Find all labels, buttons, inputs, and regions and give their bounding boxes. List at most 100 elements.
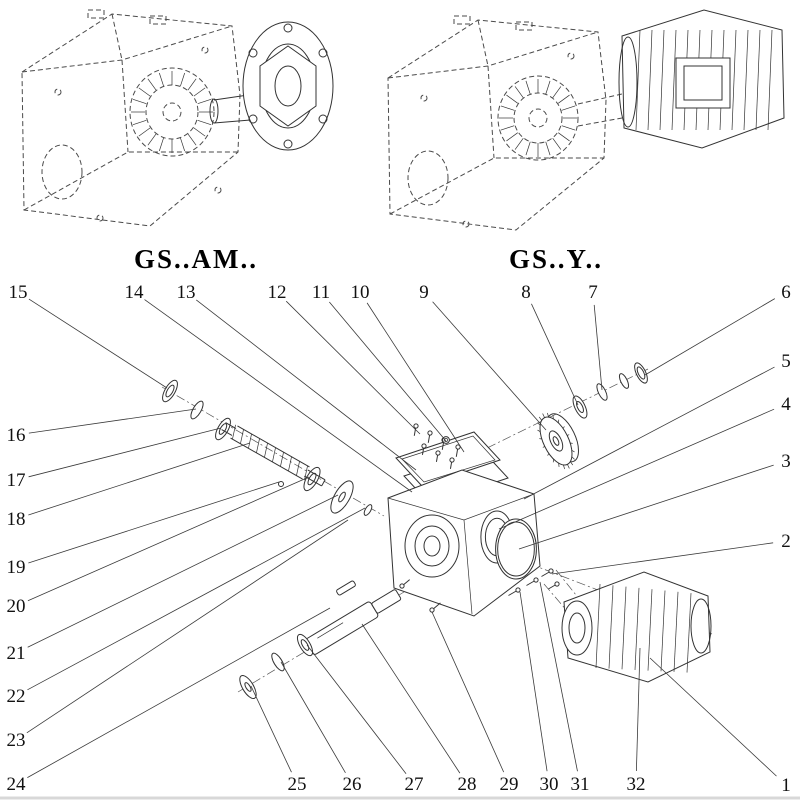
leader-line [531, 303, 579, 406]
dowel-pin [278, 481, 284, 487]
retaining-ring [596, 383, 608, 401]
output-shaft [305, 589, 402, 655]
bearing [303, 466, 321, 492]
leader-line [28, 298, 168, 389]
leader-line [306, 644, 407, 774]
callout-number: 2 [781, 531, 791, 552]
leader-line [27, 494, 339, 648]
callout-number: 30 [540, 774, 559, 795]
retaining-ring [190, 400, 204, 420]
exploded-view [161, 362, 713, 699]
callout-number: 13 [177, 282, 196, 303]
callout-number: 31 [571, 774, 590, 795]
callout-number: 16 [7, 425, 26, 446]
gearbox-gsy-drawing [387, 9, 785, 231]
bore-hatch [499, 79, 577, 157]
leader-line [431, 611, 505, 773]
screws [399, 423, 560, 613]
gearbox-gsam-drawing [21, 9, 334, 227]
leader-line [551, 542, 774, 575]
callout-number: 11 [312, 282, 330, 303]
oil-seal [162, 379, 178, 403]
spacer-ring [363, 504, 373, 516]
callout-number: 23 [7, 730, 26, 751]
callout-number: 25 [288, 774, 307, 795]
screw [413, 423, 419, 436]
screw [429, 602, 441, 613]
leader-line [285, 300, 421, 435]
bearing [296, 633, 314, 657]
leader-line [250, 685, 292, 773]
screw [399, 579, 410, 589]
callout-number: 7 [588, 282, 598, 303]
leader-line [144, 299, 413, 493]
callout-number: 14 [125, 282, 145, 303]
screw [421, 443, 427, 455]
leader-line [432, 301, 547, 431]
screw [526, 577, 539, 586]
callout-number: 4 [781, 394, 791, 415]
callout-number: 26 [343, 774, 362, 795]
shim-ring [634, 362, 648, 384]
leader-line [523, 366, 775, 500]
screw [455, 444, 461, 457]
leader-lines [26, 298, 777, 778]
leader-line [519, 591, 548, 772]
vent-plug [442, 436, 450, 444]
leader-line [27, 476, 310, 602]
screw [435, 450, 441, 462]
leader-line [196, 299, 417, 471]
callout-number: 5 [781, 351, 791, 372]
callout-number: 19 [7, 557, 26, 578]
variant-label-gsy: GS..Y.. [509, 244, 603, 274]
screw [508, 587, 521, 596]
screw [541, 568, 554, 577]
callout-number: 6 [781, 282, 791, 303]
washer [239, 675, 257, 699]
callout-number: 28 [458, 774, 477, 795]
leader-line [635, 647, 641, 772]
callout-number: 8 [521, 282, 531, 303]
leader-line [366, 302, 465, 453]
callout-number: 15 [9, 282, 28, 303]
leader-line [27, 607, 331, 778]
callout-number: 10 [351, 282, 370, 303]
screw [427, 430, 433, 443]
motor-exploded [561, 571, 712, 683]
callout-number: 3 [781, 451, 791, 472]
callout-number: 22 [7, 686, 26, 707]
callout-number: 24 [7, 774, 27, 795]
shim-disc [330, 480, 354, 514]
leader-line [28, 442, 251, 516]
output-flange-drawing [242, 21, 334, 151]
motor-fins [595, 583, 692, 673]
shaft-key [336, 580, 356, 596]
bearing [572, 395, 588, 419]
screw [548, 581, 560, 590]
leader-line [28, 481, 280, 564]
leader-line [649, 657, 777, 777]
worm-shaft [221, 422, 326, 487]
screw [449, 457, 455, 469]
leader-line [280, 661, 346, 773]
callout-number: 27 [405, 774, 424, 795]
motor-drawing [618, 9, 785, 149]
rings-and-bearings [162, 362, 648, 699]
callout-number: 1 [781, 775, 791, 796]
variant-label-gsam: GS..AM.. [134, 244, 258, 274]
helical-gear [537, 412, 579, 470]
retaining-ring [271, 652, 285, 672]
callout-number: 21 [7, 643, 26, 664]
leader-line [593, 304, 603, 391]
shim-ring [618, 373, 630, 389]
callout-number: 32 [627, 774, 646, 795]
leader-line [329, 301, 447, 442]
leader-line [28, 408, 197, 434]
callout-number: 12 [268, 282, 287, 303]
callout-number: 29 [500, 774, 519, 795]
leader-line [26, 519, 349, 734]
leader-line [27, 507, 366, 691]
